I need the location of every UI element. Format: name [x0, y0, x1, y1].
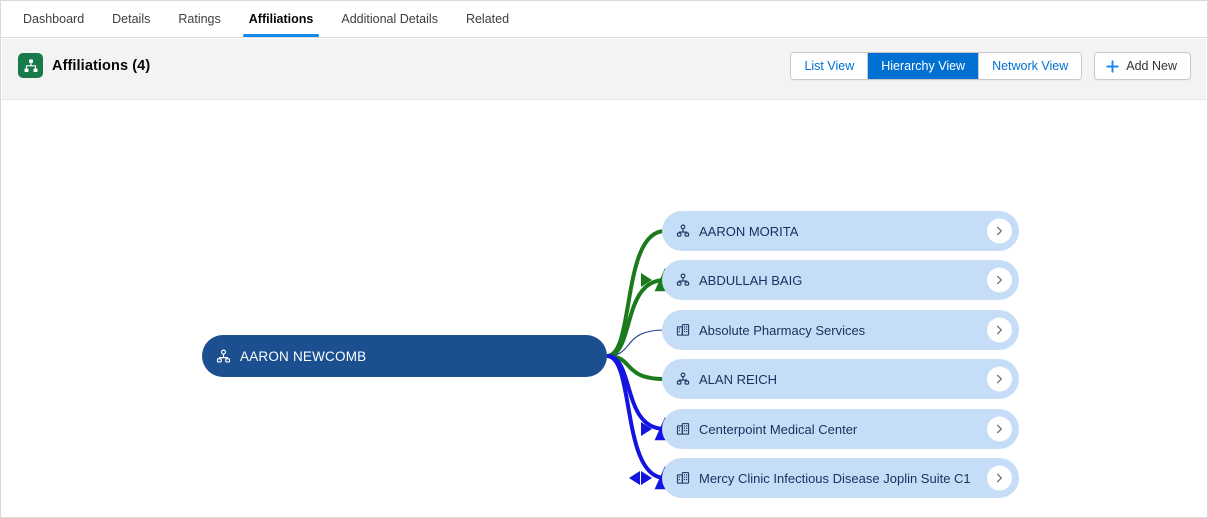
- tab-bar: Dashboard Details Ratings Affiliations Addit…: [1, 1, 1207, 38]
- page-title: Affiliations (4): [52, 57, 151, 74]
- hierarchy-child-node[interactable]: ALAN REICH: [662, 359, 1019, 399]
- chevron-right-icon[interactable]: [987, 416, 1012, 442]
- hierarchy-child-node[interactable]: AARON MORITA: [662, 211, 1019, 251]
- child-node-label: ABDULLAH BAIG: [699, 272, 803, 288]
- child-node-label: AARON MORITA: [699, 223, 799, 239]
- view-toggle-network-view[interactable]: Network View: [979, 53, 1082, 79]
- hierarchy-child-node[interactable]: Centerpoint Medical Center: [662, 409, 1019, 449]
- chevron-right-icon[interactable]: [987, 267, 1012, 293]
- tab-details[interactable]: Details: [112, 12, 151, 26]
- arrowhead-forward-icon: [641, 273, 652, 287]
- person-icon: [676, 372, 690, 386]
- building-icon: [676, 323, 690, 337]
- arrowhead-forward-icon: [641, 471, 652, 485]
- root-node-label: AARON NEWCOMB: [240, 348, 367, 364]
- add-new-button[interactable]: Add New: [1094, 52, 1191, 80]
- view-toggle-list-view[interactable]: List View: [791, 53, 869, 79]
- view-toggle-hierarchy-view[interactable]: Hierarchy View: [868, 53, 980, 79]
- building-icon: [676, 471, 690, 485]
- hierarchy-icon: [18, 53, 43, 78]
- tab-list: Dashboard Details Ratings Affiliations Addit…: [9, 1, 523, 37]
- child-node-label: Centerpoint Medical Center: [699, 421, 858, 437]
- child-node-label: ALAN REICH: [699, 371, 778, 387]
- person-icon: [676, 224, 690, 238]
- connector-link: [606, 268, 676, 358]
- hierarchy-canvas: AARON NEWCOMB AARON MORITA ABDULLAH BAIG…: [2, 101, 1206, 516]
- connector-links: [606, 229, 676, 490]
- child-node-label: Mercy Clinic Infectious Disease Joplin S…: [699, 470, 971, 486]
- chevron-right-icon[interactable]: [987, 317, 1012, 343]
- hierarchy-child-node[interactable]: Absolute Pharmacy Services: [662, 310, 1019, 350]
- plus-icon: [1106, 59, 1119, 73]
- building-icon: [676, 422, 690, 436]
- chevron-right-icon[interactable]: [987, 366, 1012, 392]
- tab-related[interactable]: Related: [465, 12, 510, 26]
- add-new-label: Add New: [1126, 59, 1177, 73]
- person-icon: [676, 273, 690, 287]
- tab-ratings[interactable]: Ratings: [178, 12, 221, 26]
- section-title-group: Affiliations (4): [18, 53, 150, 78]
- hierarchy-root-node[interactable]: AARON NEWCOMB: [202, 335, 607, 377]
- child-node-label: Absolute Pharmacy Services: [699, 322, 866, 338]
- arrowhead-backward-icon: [629, 471, 640, 485]
- hierarchy-child-node[interactable]: ABDULLAH BAIG: [662, 260, 1019, 300]
- hierarchy-child-node[interactable]: Mercy Clinic Infectious Disease Joplin S…: [662, 458, 1019, 498]
- tab-affiliations[interactable]: Affiliations: [235, 1, 328, 37]
- tab-additional-details[interactable]: Additional Details: [341, 12, 438, 26]
- connector-link: [606, 329, 666, 357]
- chevron-right-icon[interactable]: [987, 465, 1012, 491]
- tab-dashboard[interactable]: Dashboard: [23, 12, 85, 26]
- arrowhead-forward-icon: [641, 422, 652, 436]
- chevron-right-icon[interactable]: [987, 218, 1012, 244]
- connector-link: [606, 354, 676, 490]
- person-icon: [216, 349, 231, 364]
- connector-link: [606, 354, 676, 441]
